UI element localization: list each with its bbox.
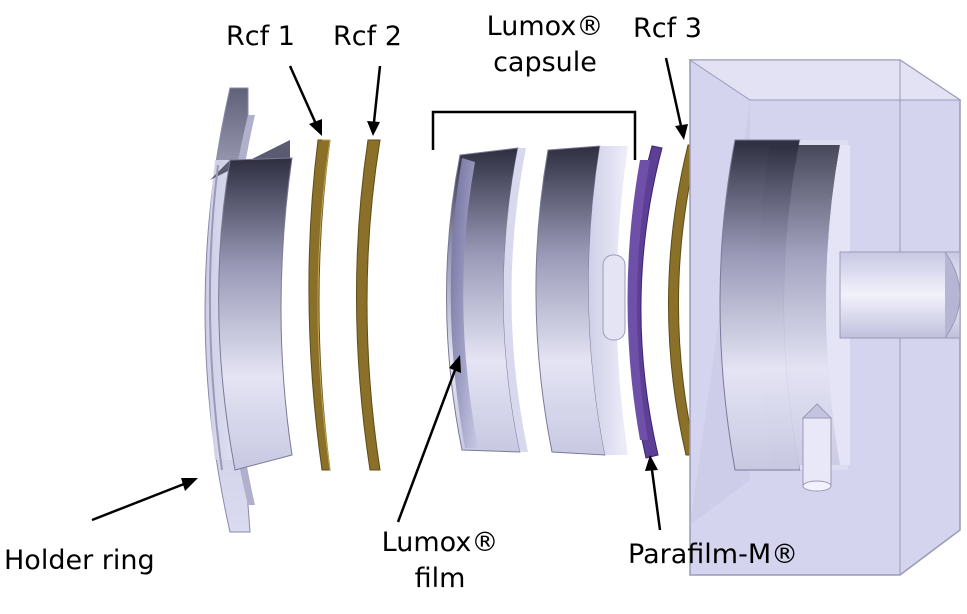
holder-ring bbox=[204, 87, 293, 533]
leader-arrows bbox=[91, 57, 688, 531]
label-rcf1: Rcf 1 bbox=[226, 21, 295, 52]
arrow-rcf3 bbox=[664, 57, 688, 140]
label-lumox-film: Lumox® film bbox=[370, 528, 510, 593]
parafilm-disc bbox=[627, 145, 663, 459]
lumox-film-part bbox=[446, 147, 528, 453]
rcf2-film bbox=[355, 139, 381, 471]
housing-block bbox=[688, 59, 962, 576]
rcf1-film bbox=[308, 139, 331, 471]
label-holder-ring: Holder ring bbox=[4, 545, 155, 576]
arrow-rcf1 bbox=[288, 65, 322, 136]
label-rcf2: Rcf 2 bbox=[333, 21, 402, 52]
label-lumox-capsule: Lumox® capsule bbox=[470, 12, 620, 77]
lumox-capsule-ring bbox=[535, 145, 628, 456]
capsule-bracket bbox=[431, 110, 637, 160]
label-lumox-capsule-line2: capsule bbox=[493, 46, 597, 78]
label-lumox-film-line2: film bbox=[414, 562, 466, 594]
label-lumox-capsule-line1: Lumox® bbox=[486, 11, 604, 42]
arrow-lumox-film bbox=[396, 355, 461, 523]
arrow-parafilm bbox=[645, 455, 662, 531]
label-lumox-film-line1: Lumox® bbox=[381, 527, 499, 558]
arrow-rcf2 bbox=[367, 65, 382, 136]
label-parafilm: Parafilm-M® bbox=[628, 539, 799, 570]
arrow-holder-ring bbox=[91, 478, 198, 522]
label-rcf3: Rcf 3 bbox=[633, 13, 702, 44]
